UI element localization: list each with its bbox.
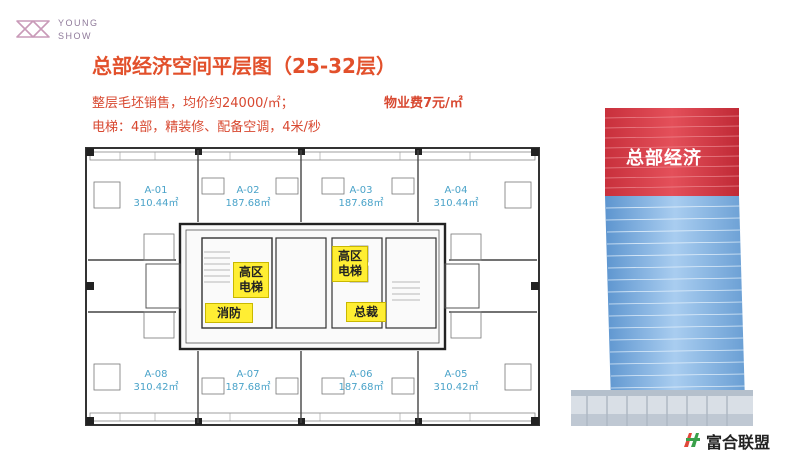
floor-plan: A-01 310.44㎡ A-02 187.68㎡ A-03 187.68㎡ A… — [80, 142, 545, 431]
unit-id: A-03 — [349, 185, 373, 196]
unit-area: 310.44㎡ — [133, 198, 179, 209]
high-zone-elevator-right: 高区 电梯 — [332, 246, 368, 282]
tower-illustration: 总部经济 — [567, 100, 757, 431]
page-title: 总部经济空间平层图（25-32层） — [92, 54, 396, 78]
floor-plan-drawing — [85, 147, 540, 426]
ceo-label: 总裁 — [346, 302, 386, 322]
unit-label: A-03 187.68㎡ — [321, 184, 401, 210]
brand-logo-icon — [684, 433, 700, 447]
infinity-logo-icon — [16, 20, 50, 38]
high-zone-label: 高区 — [337, 249, 362, 263]
elevator-info: 电梯：4部，精装修、配备空调，4米/秒 — [92, 120, 321, 135]
unit-id: A-08 — [144, 369, 168, 380]
unit-id: A-06 — [349, 369, 373, 380]
unit-label: A-07 187.68㎡ — [208, 368, 288, 394]
logo-text-line1: YOUNG — [58, 18, 99, 28]
unit-id: A-01 — [144, 185, 168, 196]
unit-label: A-08 310.42㎡ — [116, 368, 196, 394]
unit-label: A-02 187.68㎡ — [208, 184, 288, 210]
fire-label: 消防 — [205, 303, 253, 323]
unit-area: 310.44㎡ — [433, 198, 479, 209]
brand-name: 富合联盟 — [706, 433, 771, 452]
tower-highlight-label: 总部经济 — [626, 148, 702, 169]
elevator-label: 电梯 — [238, 280, 263, 294]
unit-area: 187.68㎡ — [338, 382, 384, 393]
unit-area: 187.68㎡ — [225, 382, 271, 393]
unit-area: 310.42㎡ — [433, 382, 479, 393]
unit-label: A-05 310.42㎡ — [416, 368, 496, 394]
unit-label: A-01 310.44㎡ — [116, 184, 196, 210]
unit-label: A-06 187.68㎡ — [321, 368, 401, 394]
tower-drawing — [571, 108, 753, 426]
property-fee-info: 物业费7元/㎡ — [384, 96, 463, 111]
unit-label: A-04 310.44㎡ — [416, 184, 496, 210]
price-info: 整层毛坯销售，均价约24000/㎡； — [92, 96, 294, 111]
brand-watermark: 富合联盟 — [682, 429, 800, 453]
unit-id: A-04 — [444, 185, 468, 196]
unit-id: A-07 — [236, 369, 260, 380]
unit-id: A-05 — [444, 369, 468, 380]
unit-area: 187.68㎡ — [225, 198, 271, 209]
logo-text-line2: SHOW — [58, 31, 92, 41]
elevator-label: 电梯 — [337, 264, 362, 278]
high-zone-elevator-left: 高区 电梯 — [233, 262, 269, 298]
unit-area: 187.68㎡ — [338, 198, 384, 209]
unit-area: 310.42㎡ — [133, 382, 179, 393]
young-show-logo: YOUNG SHOW — [14, 14, 134, 48]
high-zone-label: 高区 — [238, 265, 263, 279]
unit-id: A-02 — [236, 185, 260, 196]
